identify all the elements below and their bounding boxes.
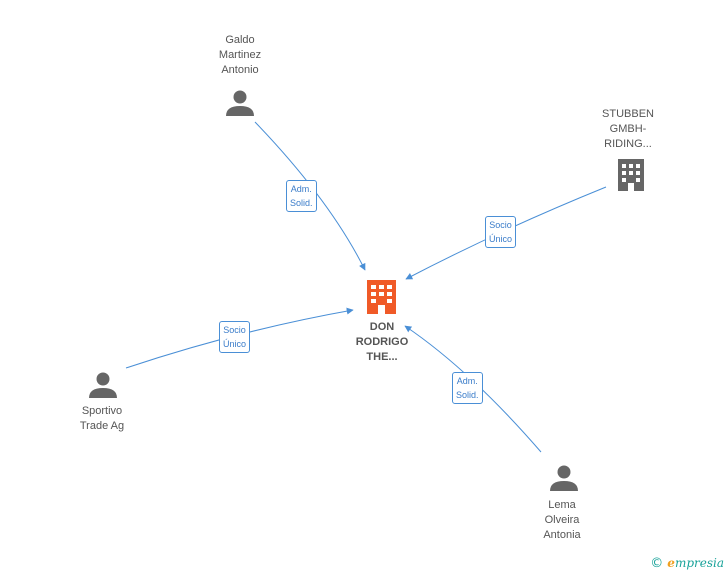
person-icon[interactable] (550, 465, 578, 492)
edge-galdo (254, 121, 366, 271)
copyright-symbol: © (650, 556, 664, 571)
edge-badge-sportivo: Socio Único (219, 321, 251, 353)
edge-badge-lema: Adm. Solid. (452, 372, 483, 404)
center-building-icon[interactable] (367, 280, 396, 314)
empresia-logo[interactable]: ©empresia (650, 556, 724, 571)
edge-badge-galdo: Adm. Solid. (286, 180, 317, 212)
center-node-label[interactable]: DON RODRIGO THE... (355, 321, 409, 363)
brand-initial: e (667, 556, 675, 570)
brand-name: mpresia (674, 556, 724, 570)
building-icon[interactable] (618, 159, 644, 191)
person-icon[interactable] (226, 90, 254, 117)
node-label-sportivo[interactable]: Sportivo Trade Ag (79, 405, 125, 432)
person-icon[interactable] (89, 372, 117, 399)
node-label-galdo[interactable]: Galdo Martinez Antonio (218, 34, 262, 76)
node-label-stubben[interactable]: STUBBEN GMBH- RIDING... (602, 108, 654, 150)
node-label-lema[interactable]: Lema Olveira Antonia (543, 499, 581, 541)
edge-badge-stubben: Socio Único (485, 216, 517, 248)
